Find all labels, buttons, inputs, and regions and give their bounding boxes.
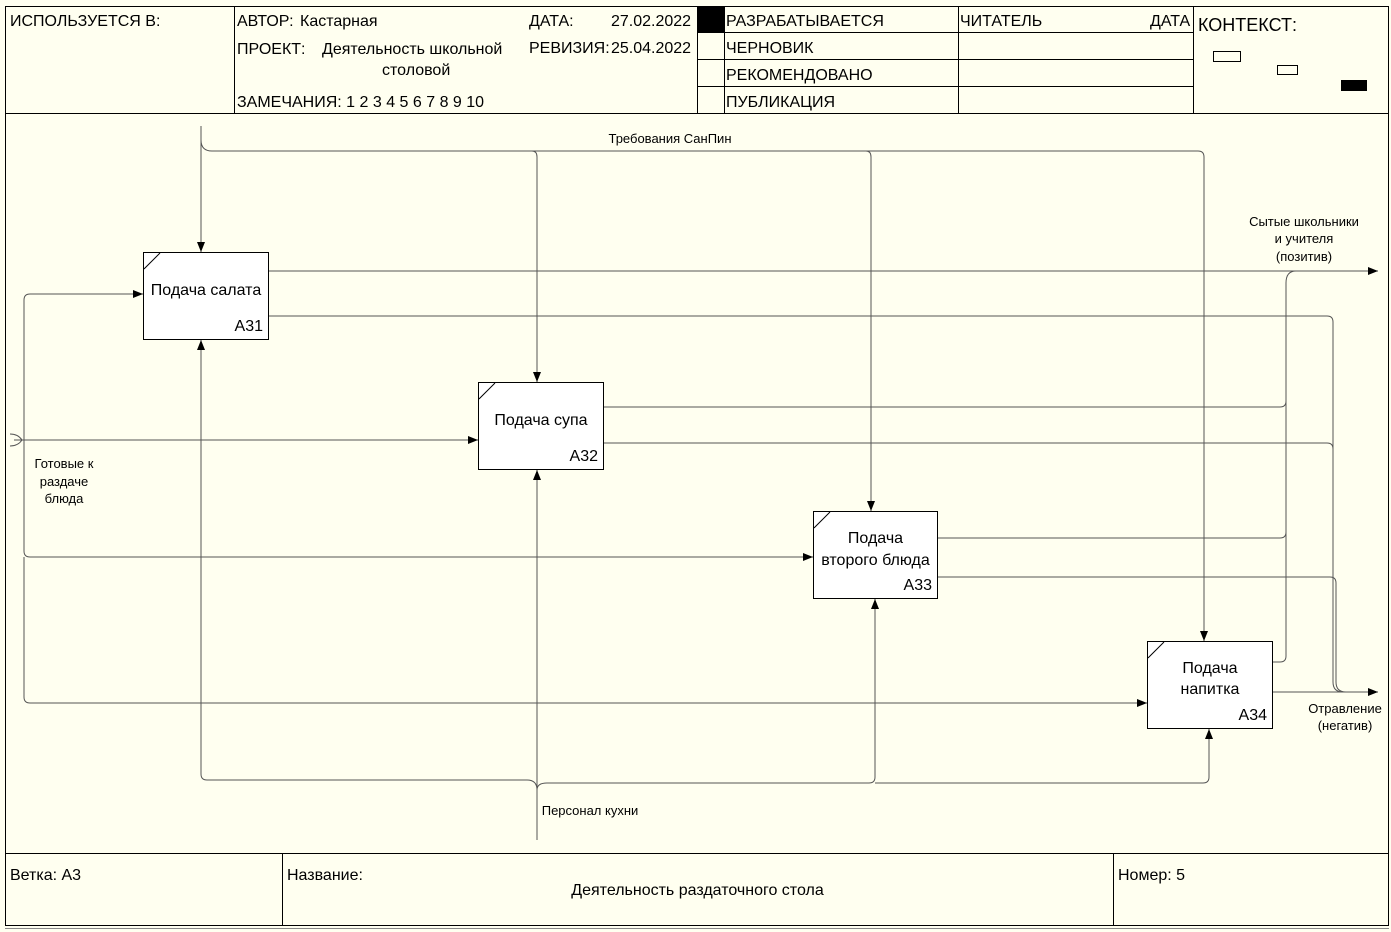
- status-recommended: РЕКОМЕНДОВАНО: [726, 67, 873, 84]
- author-label: АВТОР:: [237, 13, 294, 30]
- box-number: А32: [569, 448, 598, 465]
- mechanism-arrow-staff: [197, 340, 1213, 840]
- output-negative-line2: (негатив): [1317, 718, 1373, 733]
- project-label: ПРОЕКТ:: [237, 41, 306, 58]
- name-label: Название:: [287, 867, 363, 884]
- page-number: Номер: 5: [1118, 867, 1186, 884]
- date-value: 27.02.2022: [611, 13, 692, 30]
- box-title-line2: напитка: [1180, 681, 1240, 698]
- output-arrow-negative: [268, 315, 1378, 696]
- control-label: Требования СанПин: [608, 131, 732, 146]
- output-positive-line2: и учителя: [1274, 231, 1334, 246]
- output-arrow-positive: [268, 267, 1378, 663]
- input-label-line1: Готовые к: [34, 456, 94, 471]
- box-number: А31: [234, 318, 263, 335]
- used-in-label: ИСПОЛЬЗУЕТСЯ В:: [10, 13, 161, 30]
- project-line2: столовой: [382, 62, 451, 79]
- date-label: ДАТА:: [529, 13, 574, 30]
- activity-box-a31[interactable]: Подача салата А31: [143, 252, 269, 340]
- box-corner-mark: [144, 253, 161, 270]
- box-title: Подача супа: [494, 412, 588, 429]
- project-line1: Деятельность школьной: [322, 41, 503, 58]
- box-title-line1: Подача: [1182, 660, 1238, 677]
- mechanism-label: Персонал кухни: [541, 803, 639, 818]
- revision-value: 25.04.2022: [611, 40, 692, 57]
- activity-box-a34[interactable]: Подача напитка А34: [1147, 641, 1273, 729]
- box-corner-mark: [479, 383, 496, 400]
- activity-box-a32[interactable]: Подача супа А32: [478, 382, 604, 470]
- output-positive-line3: (позитив): [1275, 249, 1333, 264]
- branch-label: Ветка: А3: [10, 867, 82, 884]
- status-publication: ПУБЛИКАЦИЯ: [726, 94, 836, 111]
- status-developing: РАЗРАБАТЫВАЕТСЯ: [726, 13, 884, 30]
- notes-label: ЗАМЕЧАНИЯ: 1 2 3 4 5 6 7 8 9 10: [237, 94, 485, 111]
- box-title-line1: Подача: [847, 530, 904, 547]
- box-number: А33: [903, 577, 932, 594]
- activity-box-a33[interactable]: Подача второго блюда А33: [813, 511, 938, 599]
- reader-label: ЧИТАТЕЛЬ: [960, 13, 1043, 30]
- context-label: КОНТЕКСТ:: [1198, 15, 1297, 35]
- reader-date-label: ДАТА: [1150, 13, 1191, 30]
- input-arrow-ready-dishes: [9, 290, 1147, 707]
- box-title: Подача салата: [150, 282, 262, 299]
- output-negative-line1: Отравление: [1308, 701, 1382, 716]
- box-corner-mark: [1148, 642, 1165, 659]
- box-number: А34: [1238, 707, 1267, 724]
- box-corner-mark: [814, 512, 831, 529]
- revision-label: РЕВИЗИЯ:: [529, 40, 610, 57]
- diagram-name: Деятельность раздаточного стола: [571, 882, 824, 899]
- input-label-line3: блюда: [44, 491, 84, 506]
- author-value: Кастарная: [300, 13, 378, 30]
- box-title-line2: второго блюда: [821, 552, 930, 569]
- control-arrow-sanpin: [197, 126, 1208, 641]
- output-positive-line1: Сытые школьники: [1249, 214, 1359, 229]
- status-draft: ЧЕРНОВИК: [726, 40, 814, 57]
- input-label-line2: раздаче: [39, 474, 89, 489]
